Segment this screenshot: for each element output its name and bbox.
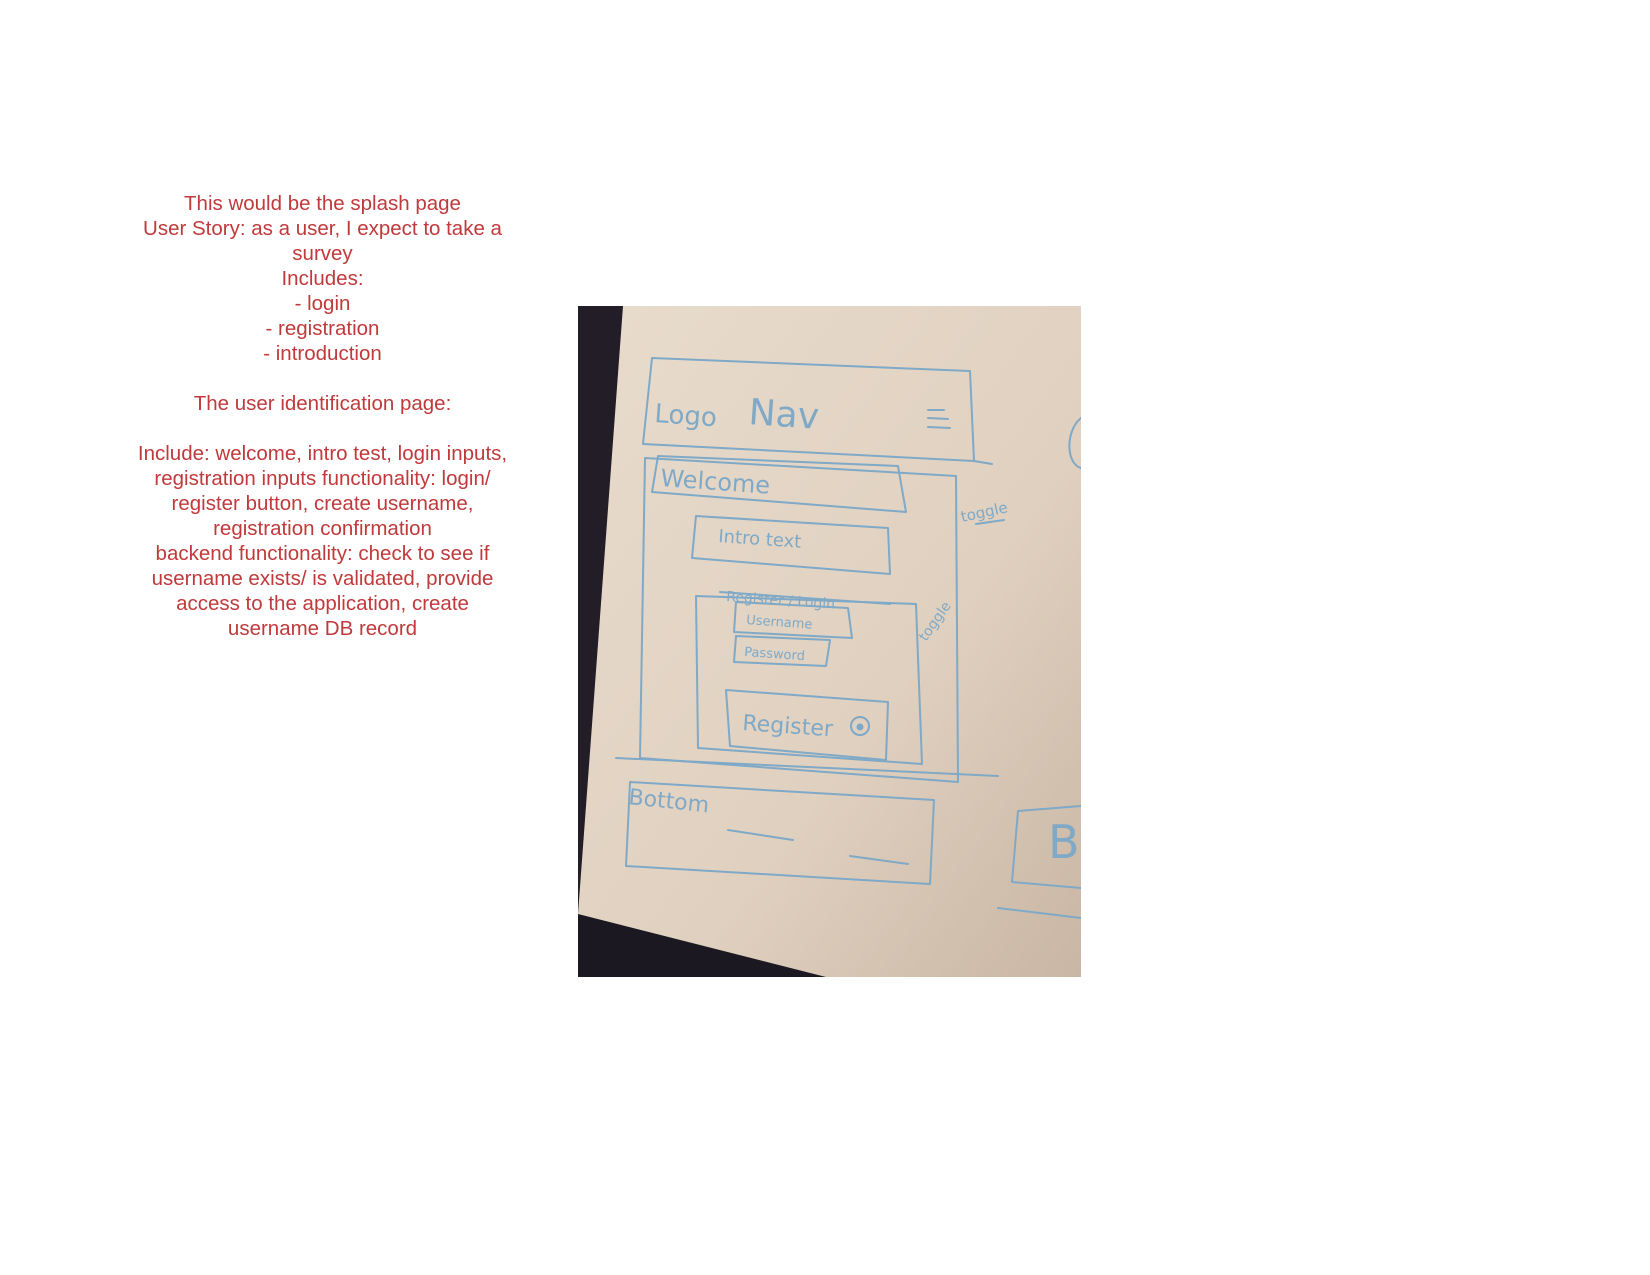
register-login-tab	[719, 591, 891, 605]
section-divider	[615, 757, 999, 777]
hamburger-icon	[927, 409, 951, 429]
sketch-label-b-partial: B	[1048, 815, 1080, 869]
partial-curve-right	[1068, 417, 1081, 469]
bottom-box	[625, 781, 935, 885]
note-line-backend: backend functionality: check to see if u…	[151, 542, 494, 640]
partial-stroke-right	[997, 907, 1081, 919]
welcome-box	[651, 455, 907, 513]
sketch-label-logo: Logo	[654, 399, 718, 433]
sketch-label-nav: Nav	[747, 392, 820, 438]
username-field-box	[733, 601, 853, 639]
sketch-label-register-login: Register / Login	[726, 589, 836, 613]
annotation-notes: This would be the splash page User Story…	[130, 191, 515, 641]
partial-box-right	[1011, 805, 1081, 889]
toggle-underline-1	[975, 519, 1005, 525]
note-line-splash: This would be the splash page	[184, 192, 461, 215]
note-spacer	[130, 366, 515, 391]
note-line-registration: - registration	[265, 317, 380, 340]
sketch-label-username: Username	[746, 613, 813, 633]
register-icon-dot	[856, 723, 864, 731]
bottom-strokes	[727, 829, 909, 865]
sketch-label-password: Password	[744, 645, 806, 664]
register-button-box	[725, 689, 889, 761]
note-line-includes: Includes:	[281, 267, 364, 290]
main-container	[639, 457, 959, 783]
note-line-user-story: User Story: as a user, I expect to take …	[143, 217, 502, 265]
sketch-strokes	[615, 357, 1081, 919]
note-spacer	[130, 416, 515, 441]
header-stroke	[973, 460, 993, 465]
note-line-identification-page: The user identification page:	[193, 392, 452, 415]
photo-frame-left	[578, 306, 623, 914]
sketch-image: Logo Nav Welcome Intro text Register / L…	[578, 306, 1081, 977]
note-line-login: - login	[294, 292, 351, 315]
note-line-include-details: Include: welcome, intro test, login inpu…	[137, 442, 508, 540]
password-field-box	[733, 635, 831, 667]
note-line-introduction: - introduction	[263, 342, 382, 365]
register-icon	[850, 716, 870, 736]
whiteboard-sketch-photo: Logo Nav Welcome Intro text Register / L…	[578, 306, 1081, 977]
intro-text-box	[691, 515, 891, 575]
